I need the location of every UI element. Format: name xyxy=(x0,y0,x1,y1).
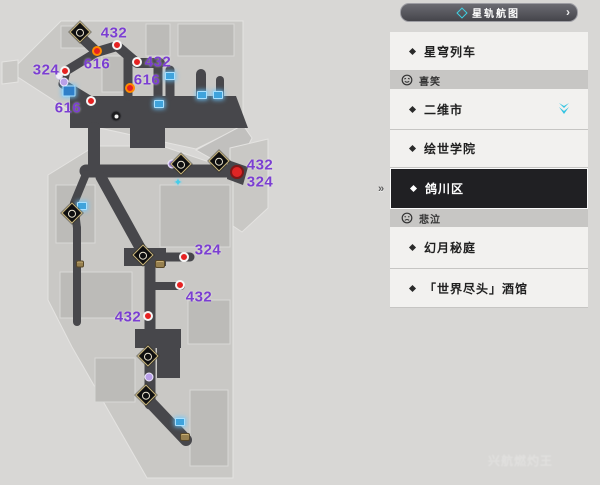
location-label: 绘世学院 xyxy=(424,142,477,156)
location-item-moon-garden[interactable]: 幻月秘庭 xyxy=(390,227,588,269)
chest-icon[interactable] xyxy=(154,100,164,108)
teleport-waypoint-icon[interactable] xyxy=(69,21,91,43)
count-label: 616 xyxy=(54,99,82,117)
bronze-chest-icon[interactable] xyxy=(180,433,190,441)
section-label: 喜笑 xyxy=(419,76,441,88)
location-label: 二维市 xyxy=(424,102,464,117)
gear-icon[interactable] xyxy=(110,110,122,122)
red-dot-marker xyxy=(112,40,122,50)
section-label: 悲泣 xyxy=(419,214,441,226)
chest-icon[interactable] xyxy=(77,202,87,210)
chest-icon[interactable] xyxy=(197,91,207,99)
bronze-chest-icon[interactable] xyxy=(76,260,84,268)
red-dot-marker xyxy=(230,165,244,179)
count-label: 616 xyxy=(83,55,111,73)
nav-map-header-button[interactable]: 星轨航图 › xyxy=(400,3,578,22)
sparkle-icon: ✦ xyxy=(173,177,183,189)
diamond-bullet-icon xyxy=(408,144,417,153)
diamond-bullet-icon xyxy=(408,243,417,252)
red-dot-marker xyxy=(175,280,185,290)
section-header-sorrow: 悲泣 xyxy=(390,209,588,227)
teleport-waypoint-icon[interactable] xyxy=(135,384,157,406)
white-marker[interactable] xyxy=(55,72,63,80)
star-rail-diamond-icon xyxy=(456,6,468,19)
location-item-dove-district-selected[interactable]: » 鸽川区 xyxy=(378,168,588,209)
count-label: 616 xyxy=(133,71,161,89)
location-item-dimension-city[interactable]: 二维市 xyxy=(390,89,588,130)
chevron-right-icon[interactable]: › xyxy=(566,5,570,19)
red-dot-marker xyxy=(92,46,102,56)
teleport-waypoint-icon[interactable] xyxy=(137,345,159,367)
red-dot-marker xyxy=(60,66,70,76)
red-dot-marker xyxy=(143,311,153,321)
chest-icon[interactable] xyxy=(213,91,223,99)
count-label: 324 xyxy=(246,173,274,191)
count-label: 432 xyxy=(246,156,274,174)
chevron-down-icon[interactable] xyxy=(557,103,571,115)
diamond-bullet-icon xyxy=(408,47,417,55)
location-item-astral-express[interactable]: 星穹列车 xyxy=(390,32,588,71)
teleport-waypoint-icon[interactable] xyxy=(170,153,192,175)
navigation-sidebar: 星轨航图 › 星穹列车 喜笑 二维市 xyxy=(378,0,600,485)
section-header-joy: 喜笑 xyxy=(390,71,588,89)
count-label: 432 xyxy=(114,308,142,326)
diamond-bullet-icon xyxy=(408,284,417,292)
red-dot-marker xyxy=(132,57,142,67)
location-label: 「世界尽头」酒馆 xyxy=(424,281,529,296)
watermark-text: 兴航燃灼王 xyxy=(488,454,554,468)
red-dot-marker xyxy=(86,96,96,106)
teleport-waypoint-icon[interactable] xyxy=(208,150,230,172)
count-label: 432 xyxy=(100,24,128,42)
location-list: 星穹列车 喜笑 二维市 绘世学院 xyxy=(378,32,588,308)
count-label: 432 xyxy=(185,288,213,306)
location-item-painting-academy[interactable]: 绘世学院 xyxy=(390,130,588,168)
chest-icon[interactable] xyxy=(165,72,175,80)
sad-face-icon xyxy=(401,212,413,224)
count-label: 324 xyxy=(32,61,60,79)
selected-indicator-icon: » xyxy=(378,182,385,195)
count-label: 432 xyxy=(144,53,172,71)
laughing-face-icon xyxy=(401,74,413,86)
chest-icon[interactable] xyxy=(175,418,185,426)
nav-map-title: 星轨航图 xyxy=(472,9,520,20)
diamond-bullet-icon xyxy=(408,105,417,113)
chest-icon[interactable] xyxy=(62,85,76,97)
purple-marker[interactable] xyxy=(59,77,69,87)
purple-marker[interactable] xyxy=(144,372,154,382)
location-label: 星穹列车 xyxy=(424,44,477,59)
map-terrain xyxy=(1,20,269,479)
bronze-chest-icon[interactable] xyxy=(155,260,165,268)
location-label: 幻月秘庭 xyxy=(424,241,477,255)
teleport-waypoint-icon[interactable] xyxy=(132,244,154,266)
location-item-worlds-end-tavern[interactable]: 「世界尽头」酒馆 xyxy=(390,269,588,308)
diamond-bullet-icon xyxy=(409,184,418,193)
count-label: 324 xyxy=(194,241,222,259)
red-dot-marker xyxy=(179,252,189,262)
location-label: 鸽川区 xyxy=(425,182,465,196)
red-dot-marker xyxy=(125,83,135,93)
